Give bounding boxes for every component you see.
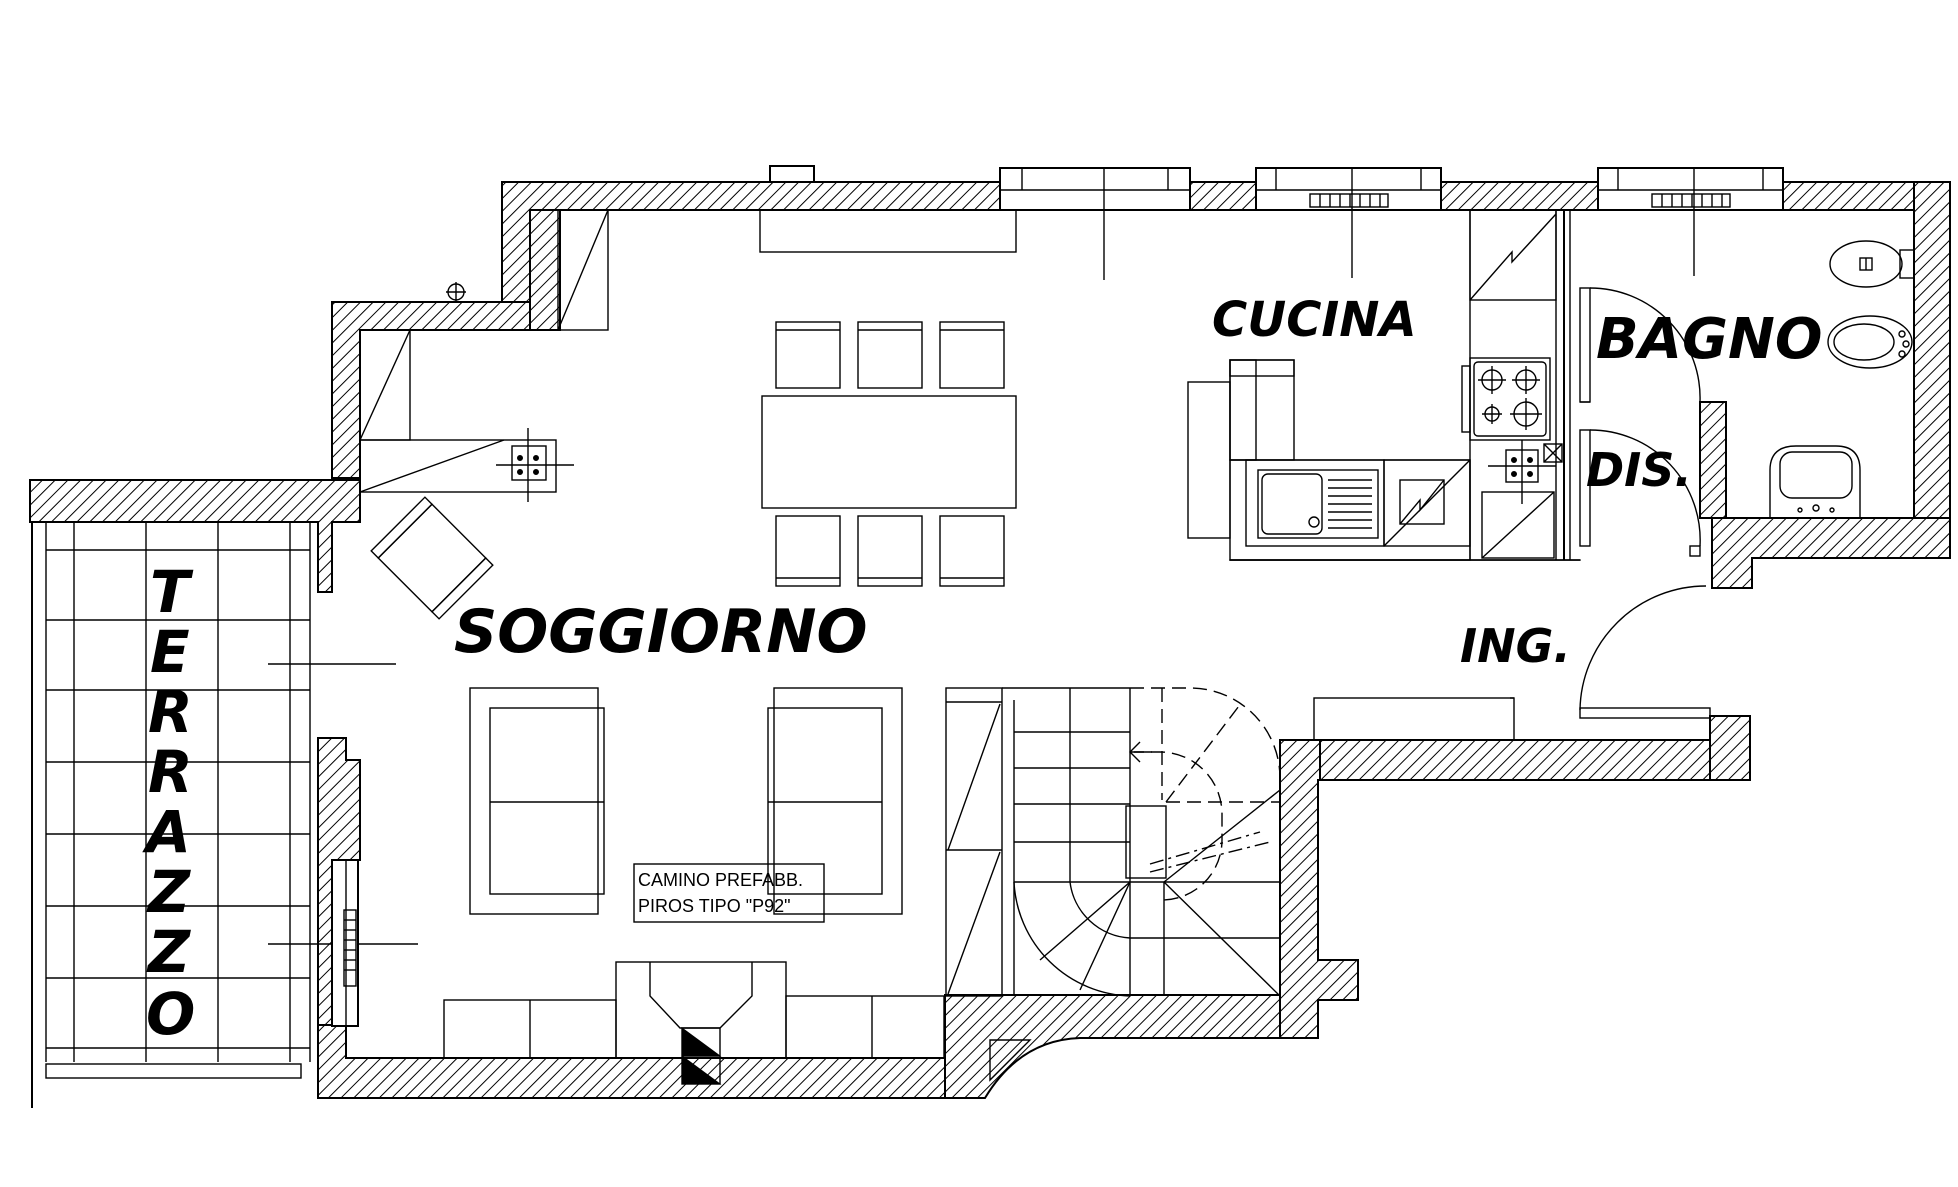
- radiator-kitchen: [1309, 193, 1389, 208]
- walls: [29, 181, 1951, 1099]
- fireplace-note-line2: PIROS TIPO "P92": [638, 896, 791, 916]
- room-labels: SOGGIORNO CUCINA BAGNO DIS. ING. T E R R…: [142, 292, 1822, 1048]
- label-ingresso: ING.: [1460, 619, 1571, 673]
- socket-marker: [446, 282, 466, 302]
- chair: [857, 515, 923, 587]
- wall-entrance-pier: [1709, 715, 1751, 781]
- washbasin: [1769, 445, 1861, 518]
- armchair: [370, 496, 494, 620]
- label-bagno: BAGNO: [1596, 307, 1822, 372]
- chair: [857, 321, 923, 389]
- label-terrazzo: T E R R A Z Z O: [142, 558, 195, 1048]
- radiator-bathroom: [1651, 193, 1731, 208]
- staircase: [945, 687, 1281, 997]
- wall-bathroom-bottom: [1711, 517, 1951, 589]
- wall-right: [1913, 181, 1951, 559]
- wall-left-upper: [29, 479, 361, 593]
- label-disimpegno: DIS.: [1586, 443, 1692, 497]
- chair: [939, 321, 1005, 389]
- fireplace-note-line1: CAMINO PREFABB.: [638, 870, 803, 890]
- label-cucina: CUCINA: [1212, 292, 1417, 348]
- stove: [1469, 357, 1551, 441]
- chair: [939, 515, 1005, 587]
- living-sideboard: [759, 209, 1017, 253]
- svg-text:R: R: [148, 678, 193, 746]
- chair: [775, 321, 841, 389]
- kitchen-sink: [1257, 469, 1379, 539]
- window-3: [1597, 167, 1784, 211]
- terrace-tiles: [46, 522, 310, 1062]
- window-1: [999, 167, 1191, 211]
- wall-bottom-left: [317, 1024, 946, 1099]
- svg-text:A: A: [142, 798, 191, 866]
- terrace: [31, 522, 418, 1108]
- toilet: [1829, 240, 1915, 288]
- stair-bottom-door: [989, 1039, 1032, 1082]
- kitchen: [1187, 209, 1581, 561]
- doors: [1510, 210, 1711, 719]
- wall-partition-bath: [1699, 401, 1727, 519]
- svg-text:T: T: [150, 558, 194, 626]
- dining-table: [761, 321, 1017, 587]
- terrace-window: [331, 859, 359, 1027]
- entrance-bench: [1313, 697, 1515, 741]
- chair: [775, 515, 841, 587]
- entrance-door: [1579, 585, 1707, 711]
- label-soggiorno: SOGGIORNO: [454, 597, 867, 667]
- wall-step-pier: [529, 209, 561, 331]
- wall-stair-right: [1279, 739, 1359, 1039]
- fireplace-note: CAMINO PREFABB. PIROS TIPO "P92": [633, 863, 825, 923]
- bathroom-fixtures: [1769, 240, 1915, 518]
- low-cabinets: [443, 995, 945, 1059]
- bidet: [1827, 315, 1913, 369]
- window-2: [1255, 167, 1442, 211]
- svg-text:O: O: [146, 980, 195, 1048]
- wall-top-left-step: [331, 301, 531, 479]
- sofa-left: [469, 687, 605, 915]
- svg-text:Z: Z: [146, 918, 191, 986]
- sofa-right: [767, 687, 903, 915]
- svg-text:R: R: [148, 738, 193, 806]
- svg-text:Z: Z: [146, 858, 191, 926]
- radiator-living: [343, 909, 357, 987]
- fireplace: [615, 961, 787, 1085]
- wall-bottom-stair: [944, 994, 1281, 1099]
- column-marker: [496, 428, 574, 502]
- svg-text:E: E: [150, 618, 190, 686]
- wall-entrance-bottom: [1280, 739, 1751, 781]
- entry-closets: [359, 209, 609, 493]
- terrace-railing: [45, 1063, 302, 1079]
- windows-top: [769, 165, 1784, 280]
